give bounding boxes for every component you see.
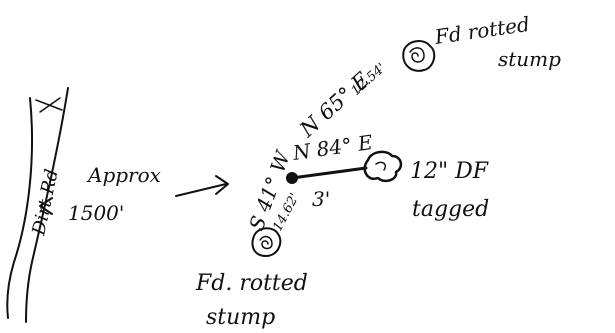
approx-label: Approx bbox=[86, 163, 161, 187]
distance-east-label: 3' bbox=[312, 187, 330, 211]
stump-sw-label-line1: Fd. rotted bbox=[195, 271, 308, 296]
stump-sw-icon bbox=[251, 227, 282, 257]
distance-label: 1500' bbox=[68, 201, 124, 225]
bearing-east-label: N 84° E bbox=[290, 130, 374, 165]
stump-ne-label-line2: stump bbox=[498, 47, 561, 71]
tree-label-line2: tagged bbox=[412, 197, 489, 222]
tree-label-line1: 12" DF bbox=[410, 159, 489, 184]
stump-ne-icon bbox=[402, 40, 436, 72]
stump-ne-label-line1: Fd rotted bbox=[432, 12, 531, 49]
road-pointer bbox=[39, 197, 53, 215]
tree-icon bbox=[363, 150, 403, 183]
dirt-road bbox=[6, 87, 69, 323]
approx-arrow bbox=[175, 175, 229, 197]
tie-line-east bbox=[290, 166, 368, 180]
stump-sw-label-line2: stump bbox=[206, 305, 275, 330]
